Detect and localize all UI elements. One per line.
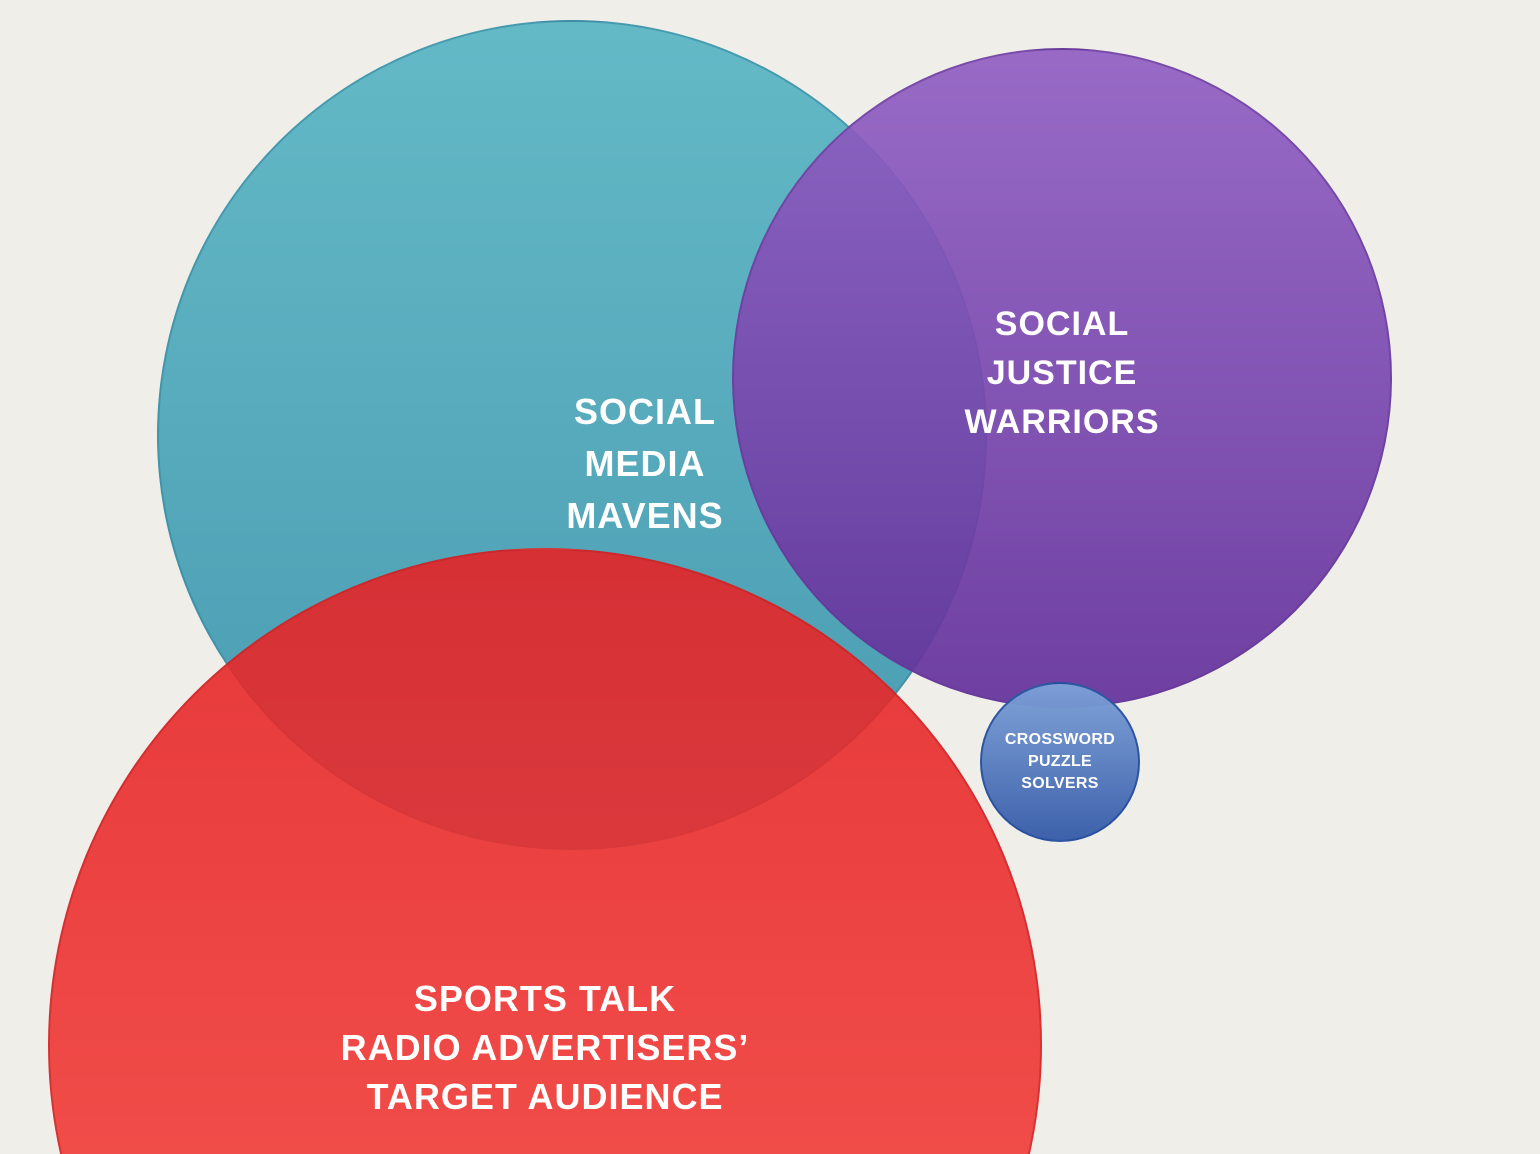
label-line: WARRIORS (964, 403, 1160, 441)
label-line: TARGET AUDIENCE (366, 1076, 724, 1117)
label-line: MEDIA (584, 443, 706, 484)
label-line: SPORTS TALK (413, 978, 677, 1019)
circle-social-justice-warriors (732, 48, 1392, 708)
label-social-media-mavens: SOCIAL MEDIA MAVENS (566, 386, 723, 542)
label-line: RADIO ADVERTISERS’ (340, 1027, 750, 1068)
label-line: PUZZLE (1027, 753, 1093, 770)
circle-crossword-puzzle-solvers (980, 682, 1140, 842)
label-crossword-puzzle-solvers: CROSSWORD PUZZLE SOLVERS (1005, 729, 1115, 795)
label-line: SOLVERS (1021, 775, 1099, 792)
label-social-justice-warriors: SOCIAL JUSTICE WARRIORS (965, 300, 1160, 447)
label-line: SOCIAL (994, 305, 1130, 343)
label-line: SOCIAL (573, 391, 717, 432)
label-line: CROSSWORD (1004, 731, 1116, 748)
label-sports-talk-radio-advertisers-target-audience: SPORTS TALK RADIO ADVERTISERS’ TARGET AU… (341, 974, 750, 1121)
label-line: MAVENS (566, 495, 724, 536)
label-line: JUSTICE (986, 354, 1138, 392)
